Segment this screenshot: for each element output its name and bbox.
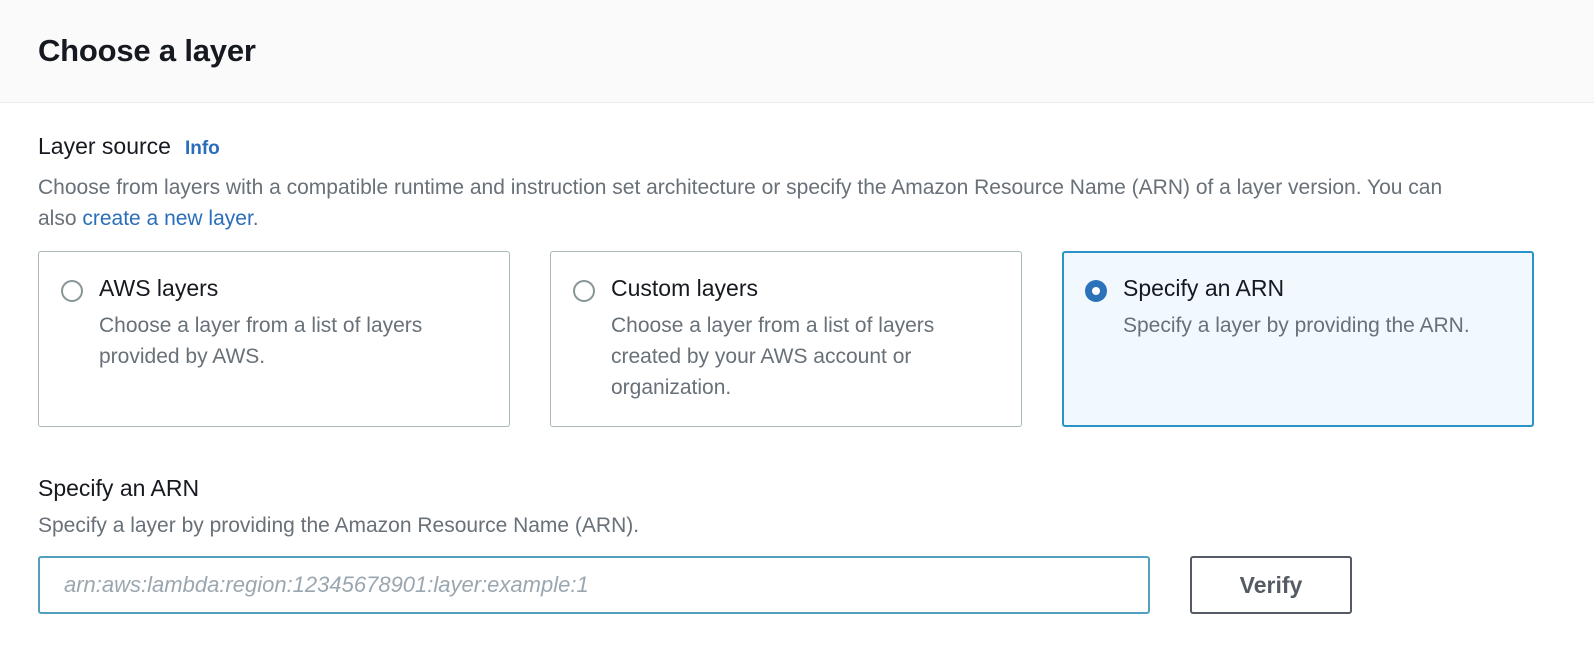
panel-header: Choose a layer bbox=[0, 0, 1594, 103]
radio-icon-custom-layers[interactable] bbox=[573, 279, 595, 302]
info-link[interactable]: Info bbox=[184, 138, 220, 159]
radio-tile-custom-layers[interactable]: Custom layers Choose a layer from a list… bbox=[550, 250, 1022, 427]
radio-tile-aws-layers[interactable]: AWS layers Choose a layer from a list of… bbox=[38, 250, 510, 427]
arn-section: Specify an ARN Specify a layer by provid… bbox=[38, 475, 1556, 615]
radio-tile-specify-an-arn-text: Specify an ARN Specify a layer by provid… bbox=[1123, 274, 1470, 404]
radio-tile-aws-layers-text: AWS layers Choose a layer from a list of… bbox=[99, 274, 481, 404]
arn-section-subtext: Specify a layer by providing the Amazon … bbox=[38, 514, 640, 538]
layer-source-description: Choose from layers with a compatible run… bbox=[38, 172, 1478, 234]
layer-source-label: Layer source bbox=[38, 133, 171, 159]
layer-source-description-text-1: Choose from layers with a compatible run… bbox=[38, 175, 1443, 230]
arn-input-row: Verify bbox=[38, 556, 1556, 615]
radio-tile-specify-an-arn-description: Specify a layer by providing the ARN. bbox=[1123, 313, 1470, 337]
panel-body: Layer source Info Choose from layers wit… bbox=[0, 103, 1594, 615]
radio-tile-specify-an-arn[interactable]: Specify an ARN Specify a layer by provid… bbox=[1062, 250, 1534, 427]
page-title: Choose a layer bbox=[38, 33, 256, 68]
arn-section-heading: Specify an ARN bbox=[38, 474, 200, 501]
radio-icon-specify-an-arn[interactable] bbox=[1085, 279, 1107, 302]
radio-tile-custom-layers-text: Custom layers Choose a layer from a list… bbox=[611, 274, 993, 404]
radio-tile-aws-layers-title: AWS layers bbox=[99, 274, 219, 301]
radio-tile-aws-layers-description: Choose a layer from a list of layers pro… bbox=[99, 313, 423, 368]
radio-tile-specify-an-arn-title: Specify an ARN bbox=[1123, 274, 1285, 301]
radio-tile-custom-layers-description: Choose a layer from a list of layers cre… bbox=[611, 313, 935, 399]
layer-source-label-row: Layer source Info bbox=[38, 133, 1556, 161]
radio-tile-custom-layers-title: Custom layers bbox=[611, 274, 758, 301]
layer-source-options: AWS layers Choose a layer from a list of… bbox=[38, 250, 1556, 427]
create-a-new-layer-link[interactable]: create a new layer bbox=[82, 206, 253, 230]
arn-input[interactable] bbox=[38, 556, 1150, 615]
radio-icon-aws-layers[interactable] bbox=[61, 279, 83, 302]
layer-source-description-text-2: . bbox=[252, 206, 259, 230]
verify-button[interactable]: Verify bbox=[1190, 556, 1352, 615]
